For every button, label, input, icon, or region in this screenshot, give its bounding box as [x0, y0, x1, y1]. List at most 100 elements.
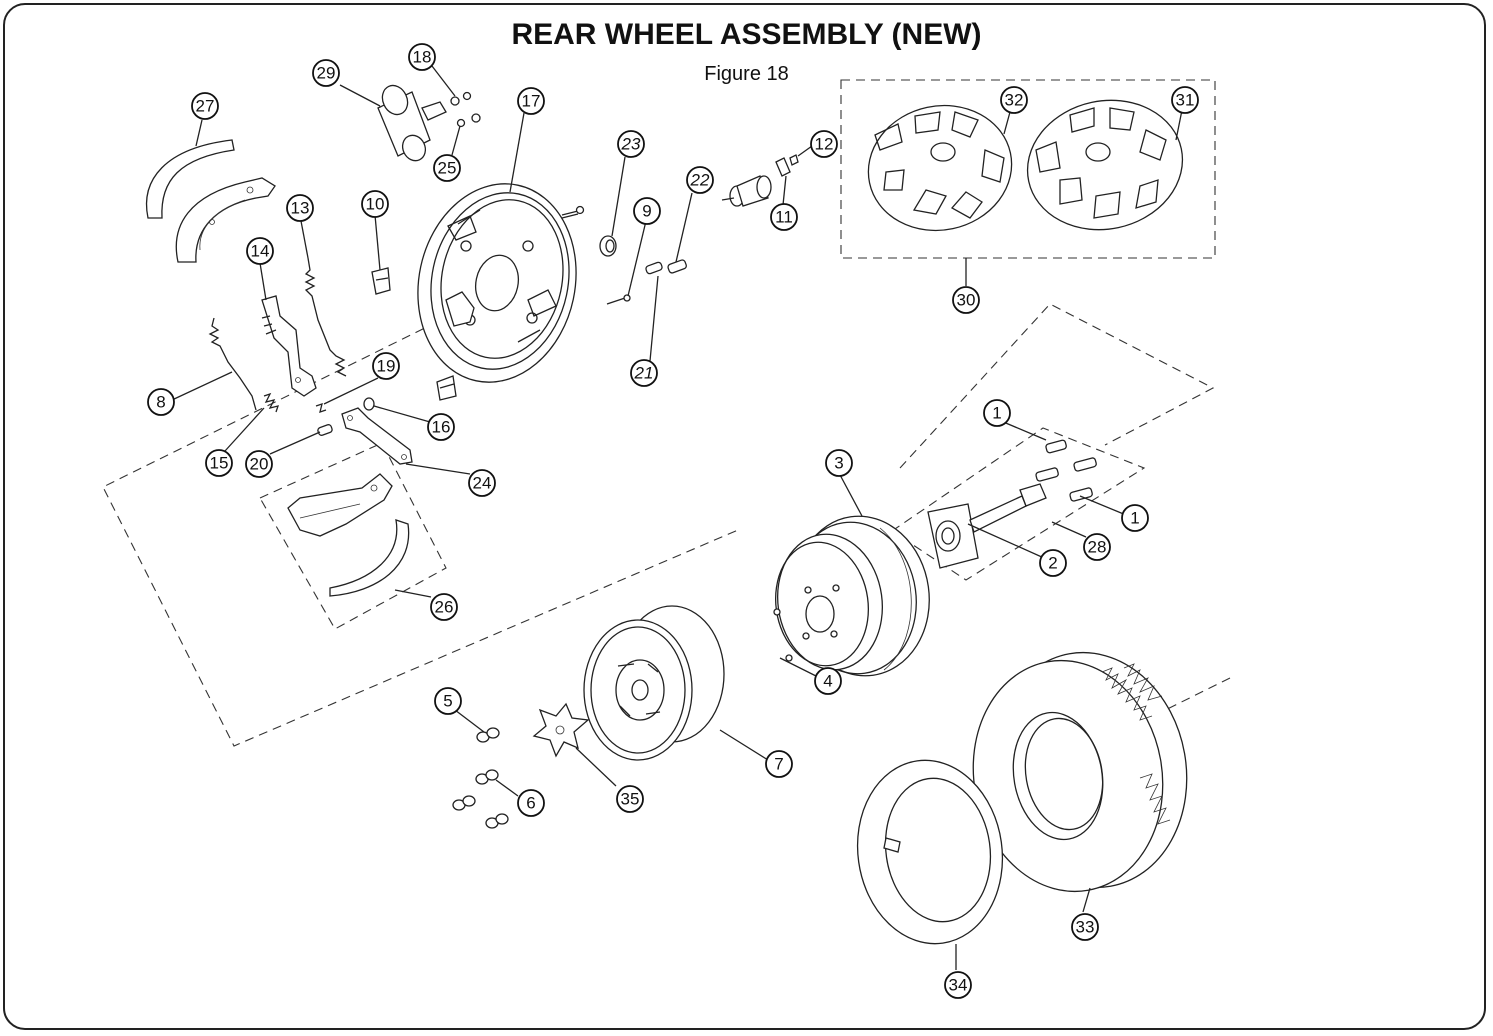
- figure-frame: [3, 3, 1486, 1030]
- adjuster-spring-15: [263, 392, 279, 413]
- retainer-washer-22: [667, 259, 687, 274]
- svg-text:5: 5: [443, 692, 452, 711]
- callout-16: 16: [427, 413, 455, 441]
- svg-text:34: 34: [949, 976, 968, 995]
- callout-23: 23: [617, 130, 645, 158]
- svg-text:10: 10: [366, 195, 385, 214]
- callout-10: 10: [361, 190, 389, 218]
- wheel-adapter: [532, 702, 590, 758]
- parking-brake-lever: [341, 407, 413, 465]
- retainer-washer-21: [645, 261, 663, 275]
- inner-tube: [856, 759, 1004, 945]
- svg-text:23: 23: [621, 135, 641, 154]
- adjuster-clip-lower: [436, 375, 457, 401]
- callout-25: 25: [433, 154, 461, 182]
- return-spring-13: [304, 257, 347, 377]
- callout-28: 28: [1083, 533, 1111, 561]
- lug-nuts: [452, 727, 509, 829]
- callout-6: 6: [517, 789, 545, 817]
- hold-down-pin: [606, 294, 631, 305]
- drum-screws: [773, 608, 793, 662]
- svg-text:27: 27: [196, 97, 215, 116]
- hub-group-outline: [899, 303, 1215, 469]
- svg-text:29: 29: [317, 64, 336, 83]
- callout-27: 27: [191, 92, 219, 120]
- svg-text:22: 22: [690, 171, 710, 190]
- svg-text:17: 17: [522, 92, 541, 111]
- svg-text:15: 15: [210, 454, 229, 473]
- brake-shoe-upper: [146, 139, 276, 263]
- callout-7: 7: [765, 750, 793, 778]
- callout-14: 14: [246, 237, 274, 265]
- callout-13: 13: [286, 194, 314, 222]
- callout-26: 26: [430, 593, 458, 621]
- callout-34: 34: [944, 971, 972, 999]
- callout-17: 17: [517, 87, 545, 115]
- svg-text:13: 13: [291, 199, 310, 218]
- figure-caption: Figure 18: [704, 63, 789, 85]
- callout-21: 21: [630, 359, 658, 387]
- callout-20: 20: [245, 450, 273, 478]
- callout-18: 18: [408, 43, 436, 71]
- axle-nut-assembly: [721, 154, 799, 207]
- svg-text:32: 32: [1005, 91, 1024, 110]
- callout-35: 35: [616, 785, 644, 813]
- svg-text:1: 1: [992, 404, 1001, 423]
- svg-text:18: 18: [413, 48, 432, 67]
- brake-drum: [774, 515, 930, 677]
- svg-text:8: 8: [156, 393, 165, 412]
- svg-text:26: 26: [435, 598, 454, 617]
- callout-29: 29: [312, 59, 340, 87]
- leader-lines: [171, 65, 1183, 970]
- hubcap-right: [1026, 99, 1184, 231]
- svg-text:33: 33: [1076, 918, 1095, 937]
- callout-11: 11: [770, 203, 798, 231]
- brake-shoe-lower: [287, 473, 410, 597]
- callout-4: 4: [814, 667, 842, 695]
- callout-9: 9: [633, 197, 661, 225]
- callout-31: 31: [1171, 86, 1199, 114]
- svg-text:12: 12: [815, 135, 834, 154]
- svg-text:35: 35: [621, 790, 640, 809]
- callout-5: 5: [434, 687, 462, 715]
- callout-1b: 1: [1121, 504, 1149, 532]
- callout-33: 33: [1071, 913, 1099, 941]
- svg-text:11: 11: [775, 208, 793, 227]
- svg-text:14: 14: [251, 242, 270, 261]
- pivot-pin-20: [317, 424, 333, 436]
- callout-2: 2: [1039, 549, 1067, 577]
- svg-text:16: 16: [432, 418, 451, 437]
- hold-down-clip-19: [315, 403, 327, 413]
- svg-text:25: 25: [438, 159, 457, 178]
- callout-19: 19: [372, 352, 400, 380]
- wheel-rim: [583, 605, 725, 761]
- svg-text:7: 7: [774, 755, 783, 774]
- tire: [972, 651, 1188, 893]
- axle-hub: [927, 483, 1047, 569]
- callout-1a: 1: [983, 399, 1011, 427]
- svg-text:24: 24: [473, 474, 492, 493]
- wheel-cylinder: [377, 84, 481, 162]
- brake-shoe-group-outline: [259, 442, 447, 630]
- callout-22: 22: [686, 166, 714, 194]
- backing-plate: [417, 183, 577, 383]
- callout-32: 32: [1000, 86, 1028, 114]
- svg-text:1: 1: [1130, 509, 1139, 528]
- svg-text:28: 28: [1088, 538, 1107, 557]
- svg-text:21: 21: [634, 364, 654, 383]
- adjuster-lever-14: [261, 295, 317, 397]
- callout-15: 15: [205, 449, 233, 477]
- svg-text:3: 3: [834, 454, 843, 473]
- adjuster-clip-upper: [371, 267, 391, 295]
- svg-text:9: 9: [642, 202, 651, 221]
- backing-plate-bolt: [561, 205, 585, 219]
- svg-text:4: 4: [823, 672, 832, 691]
- figure-title: REAR WHEEL ASSEMBLY (NEW): [511, 18, 982, 51]
- svg-text:30: 30: [957, 291, 976, 310]
- brake-group-outline: [102, 321, 739, 747]
- svg-text:20: 20: [250, 455, 269, 474]
- hubcap-left: [867, 104, 1013, 232]
- callout-12: 12: [810, 130, 838, 158]
- lever-washer-16: [363, 397, 375, 411]
